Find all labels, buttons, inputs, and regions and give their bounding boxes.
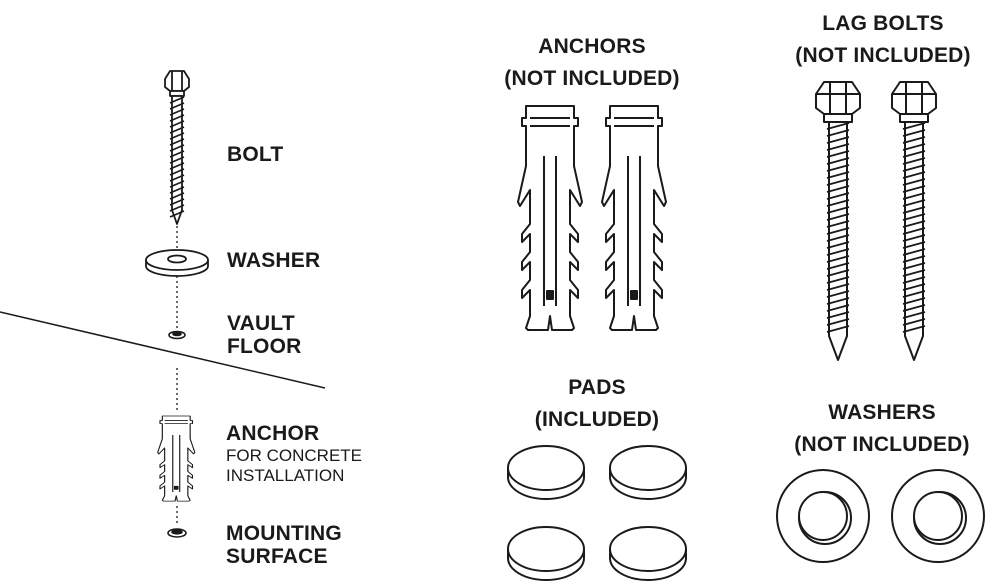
anchor-note-line-1: FOR CONCRETE <box>226 446 362 465</box>
pad-icon-4 <box>609 526 687 581</box>
mounting-hole-icon <box>167 528 187 538</box>
lag-threads <box>826 122 926 333</box>
bolt-threads <box>169 96 185 218</box>
washer-big-icon-2 <box>891 469 985 563</box>
vault-floor-label: VAULT FLOOR <box>227 312 302 358</box>
washers-note: (NOT INCLUDED) <box>794 433 970 456</box>
anchor-note-line-2: INSTALLATION <box>226 466 345 485</box>
pad-icon-1 <box>507 445 585 500</box>
anchors-note: (NOT INCLUDED) <box>504 67 680 90</box>
pads-title: PADS <box>568 376 626 399</box>
floor-hole-icon <box>168 330 186 340</box>
pad-icon-3 <box>507 526 585 581</box>
mounting-surface-line-2: SURFACE <box>226 545 328 568</box>
washer-icon <box>145 249 209 277</box>
anchor-icon-1 <box>517 105 583 331</box>
anchor-small-icon <box>157 415 196 502</box>
mounting-surface-line-1: MOUNTING <box>226 522 342 545</box>
lag-bolt-icon-1 <box>815 81 861 361</box>
lag-bolts-note: (NOT INCLUDED) <box>795 44 971 67</box>
washer-label: WASHER <box>227 249 321 272</box>
lag-bolt-icon-2 <box>891 81 937 361</box>
floor-line <box>0 311 326 389</box>
mounting-surface-label: MOUNTING SURFACE <box>226 522 342 568</box>
lag-bolts-title: LAG BOLTS <box>822 12 944 35</box>
pad-icon-2 <box>609 445 687 500</box>
anchor-label: ANCHOR <box>226 422 320 445</box>
anchors-title: ANCHORS <box>538 35 646 58</box>
anchor-icon-2 <box>601 105 667 331</box>
vault-floor-line-2: FLOOR <box>227 335 302 358</box>
pads-note: (INCLUDED) <box>534 408 660 431</box>
washers-title: WASHERS <box>828 401 936 424</box>
washer-big-icon-1 <box>776 469 870 563</box>
vault-floor-line-1: VAULT <box>227 312 295 335</box>
anchor-note: FOR CONCRETE INSTALLATION <box>226 446 362 486</box>
bolt-label: BOLT <box>227 143 284 166</box>
